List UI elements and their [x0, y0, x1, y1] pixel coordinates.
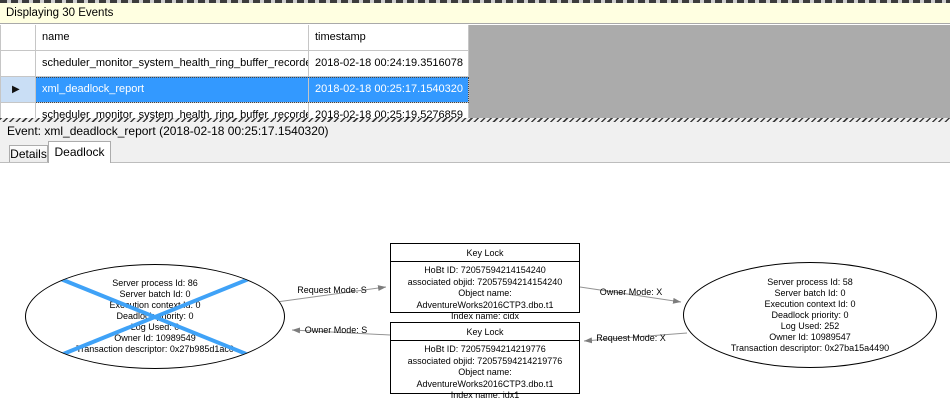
- edge-label-owner-s: Owner Mode: S: [304, 325, 368, 335]
- key-lock-node-top[interactable]: Key Lock HoBt ID: 72057594214154240 asso…: [390, 243, 580, 321]
- row-header-cell[interactable]: ▶: [1, 77, 36, 103]
- event-name-cell[interactable]: xml_deadlock_report: [36, 77, 309, 103]
- event-name-cell[interactable]: scheduler_monitor_system_health_ring_buf…: [36, 103, 309, 118]
- current-row-arrow-icon: ▶: [12, 84, 20, 95]
- tab-details[interactable]: Details: [9, 145, 48, 162]
- row-header-cell[interactable]: [1, 103, 36, 118]
- event-row[interactable]: scheduler_monitor_system_health_ring_buf…: [1, 103, 469, 118]
- edge-label-request-s: Request Mode: S: [297, 285, 367, 295]
- events-grid-region: name timestamp scheduler_monitor_system_…: [0, 25, 950, 118]
- grid-details-splitter[interactable]: [0, 118, 950, 122]
- event-timestamp-cell[interactable]: 2018-02-18 00:24:19.3516078: [309, 51, 469, 77]
- key-lock-node-bottom[interactable]: Key Lock HoBt ID: 72057594214219776 asso…: [390, 322, 580, 400]
- row-header-cell[interactable]: [1, 51, 36, 77]
- edge-label-owner-x: Owner Mode: X: [599, 287, 663, 297]
- key-lock-title: Key Lock: [391, 323, 579, 341]
- details-tab-strip: Details Deadlock: [0, 140, 950, 163]
- edge-label-request-x: Request Mode: X: [596, 333, 666, 343]
- edge-request-x: [583, 332, 688, 344]
- deadlock-graph-pane: Server process Id: 86 Server batch Id: 0…: [0, 162, 950, 400]
- events-grid: name timestamp scheduler_monitor_system_…: [0, 25, 469, 118]
- edge-owner-x: [579, 286, 682, 304]
- key-lock-title: Key Lock: [391, 244, 579, 262]
- key-lock-text: HoBt ID: 72057594214154240 associated ob…: [407, 265, 563, 321]
- selected-event-label: Event: xml_deadlock_report (2018-02-18 0…: [7, 124, 329, 138]
- event-row[interactable]: scheduler_monitor_system_health_ring_buf…: [1, 51, 469, 77]
- grid-header-row: name timestamp: [1, 25, 469, 51]
- process-node-victim[interactable]: Server process Id: 86 Server batch Id: 0…: [25, 264, 285, 369]
- event-name-cell[interactable]: scheduler_monitor_system_health_ring_buf…: [36, 51, 309, 77]
- process-node-text: Server process Id: 58 Server batch Id: 0…: [730, 276, 890, 353]
- process-node-text: Server process Id: 86 Server batch Id: 0…: [76, 278, 234, 354]
- grid-corner-cell: [1, 25, 36, 51]
- events-count-label: Displaying 30 Events: [6, 7, 114, 19]
- tab-deadlock[interactable]: Deadlock: [48, 141, 111, 163]
- event-row-selected[interactable]: ▶ xml_deadlock_report 2018-02-18 00:25:1…: [1, 77, 469, 103]
- event-timestamp-cell[interactable]: 2018-02-18 00:25:19.5276859: [309, 103, 469, 118]
- process-node[interactable]: Server process Id: 58 Server batch Id: 0…: [683, 262, 937, 368]
- event-timestamp-cell[interactable]: 2018-02-18 00:25:17.1540320: [309, 77, 469, 103]
- column-header-name[interactable]: name: [36, 25, 309, 51]
- events-count-bar: Displaying 30 Events: [0, 3, 950, 24]
- selected-event-bar: Event: xml_deadlock_report (2018-02-18 0…: [0, 122, 950, 140]
- key-lock-text: HoBt ID: 72057594214219776 associated ob…: [407, 344, 563, 400]
- column-header-timestamp[interactable]: timestamp: [309, 25, 469, 51]
- edge-owner-s: [291, 327, 391, 336]
- top-splitter-hatch: [0, 0, 950, 3]
